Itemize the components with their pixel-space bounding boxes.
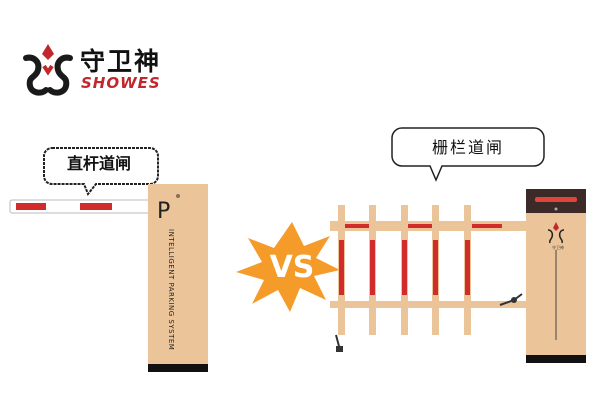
versus-burst (236, 222, 340, 312)
fence-barrier (330, 205, 526, 352)
brand-logo-icon (23, 44, 73, 96)
straight-barrier-arm (9, 199, 156, 214)
cabinet-system-text: INTELLIGENT PARKING SYSTEM (167, 229, 175, 351)
straight-gate-cabinet (148, 184, 208, 372)
speech-bubble-left (43, 147, 159, 196)
fence-gate-cabinet (526, 189, 586, 363)
straight-gate-label: 直杆道闸 (66, 154, 131, 173)
brand-name-cn: 守卫神 (80, 47, 162, 76)
cabinet-parking-letter: P (157, 199, 171, 224)
versus-text: VS (269, 250, 315, 285)
fence-gate-label: 栅栏道闸 (431, 138, 504, 157)
speech-bubble-right (391, 127, 545, 182)
brand-name-en: SHOWES (81, 74, 161, 92)
cabinet-logo-text: 守卫神 (552, 245, 564, 250)
